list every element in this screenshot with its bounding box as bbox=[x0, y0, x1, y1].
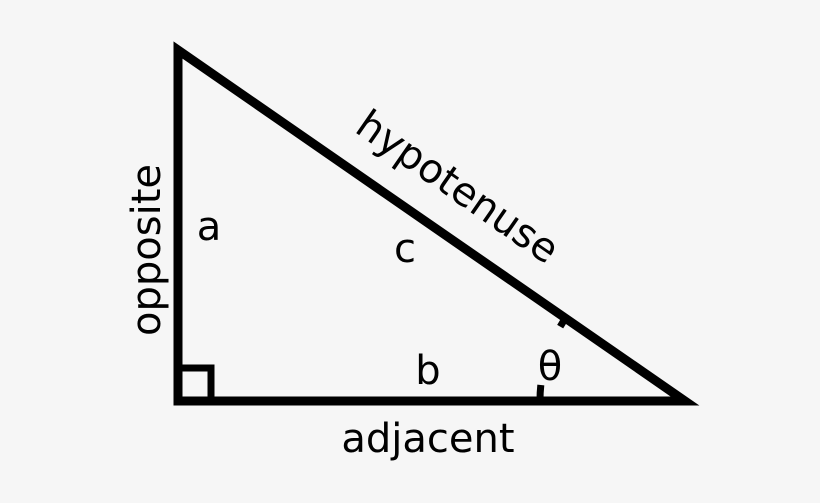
side-a-label: a bbox=[197, 204, 222, 250]
side-b-label: b bbox=[415, 348, 440, 394]
angle-theta-label: θ bbox=[538, 344, 562, 390]
side-c-label: c bbox=[394, 226, 416, 272]
triangle-outline bbox=[173, 41, 700, 406]
adjacent-label: adjacent bbox=[341, 416, 514, 462]
angle-arc bbox=[536, 317, 568, 402]
opposite-label: opposite bbox=[124, 164, 170, 336]
right-angle-marker bbox=[174, 364, 215, 405]
